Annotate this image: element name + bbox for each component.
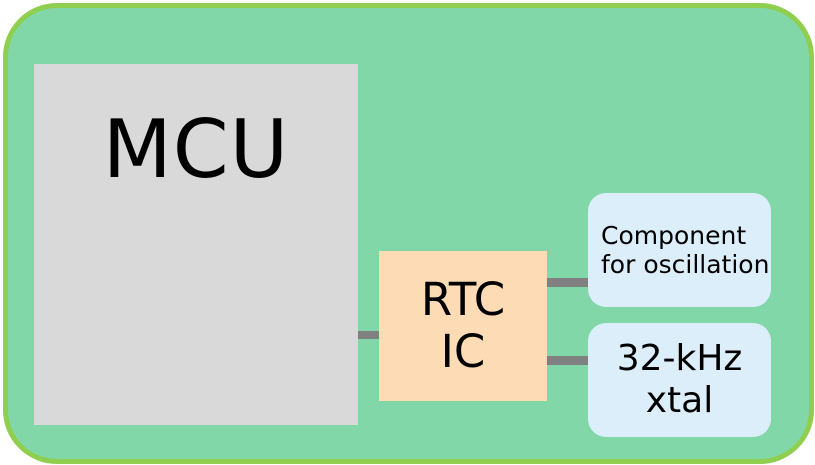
rtc-oscillation-connector [547,278,588,287]
oscillation-component-label: Component for oscillation [601,220,770,279]
crystal-label: 32-kHz xtal [616,337,743,421]
crystal-block: 32-kHz xtal [588,323,771,437]
rtc-crystal-connector [547,356,588,365]
rtc-ic-block: RTC IC [379,251,547,401]
mcu-block: MCU [34,64,358,425]
mcu-label: MCU [102,103,290,196]
mcu-rtc-connector [358,331,379,339]
oscillation-component-block: Component for oscillation [588,193,771,307]
rtc-ic-label: RTC IC [420,272,506,378]
